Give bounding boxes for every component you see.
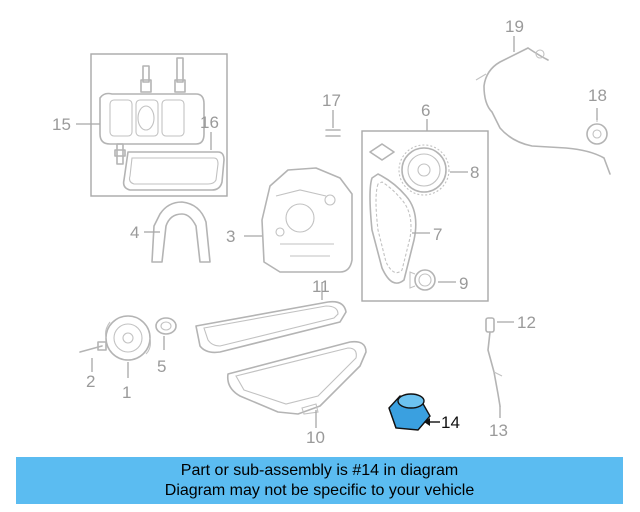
- parts-diagram: 15 16 17 19 18 6 8 7: [52, 17, 611, 447]
- timing-cover-part-3[interactable]: [261, 167, 353, 273]
- callout-4[interactable]: 4: [130, 223, 139, 242]
- callout-5[interactable]: 5: [157, 357, 166, 376]
- part-19[interactable]: [475, 47, 611, 175]
- banner-line-2: Diagram may not be specific to your vehi…: [164, 482, 475, 499]
- callout-12[interactable]: 12: [517, 313, 536, 332]
- oil-pan-gasket-part-11[interactable]: [195, 300, 347, 354]
- tensioner-piece: [369, 143, 395, 161]
- info-banner: Part or sub-assembly is #14 in diagram D…: [16, 457, 623, 504]
- callout-9[interactable]: 9: [459, 274, 468, 293]
- sprocket-part-8[interactable]: [398, 144, 450, 196]
- callout-14[interactable]: 14: [441, 413, 460, 432]
- callout-7[interactable]: 7: [433, 225, 442, 244]
- banner-line-1: Part or sub-assembly is #14 in diagram: [180, 462, 459, 479]
- crank-gear-part-9[interactable]: [409, 269, 436, 291]
- callout-2[interactable]: 2: [86, 372, 95, 391]
- callout-16[interactable]: 16: [200, 113, 219, 132]
- callout-box-15-16: [90, 53, 228, 197]
- callout-10[interactable]: 10: [306, 428, 325, 447]
- oil-pan-part-10[interactable]: [226, 340, 367, 415]
- dipstick-part-12-13[interactable]: [485, 317, 503, 407]
- oil-filter-part-14[interactable]: [388, 393, 431, 431]
- callout-box-6-9: [361, 130, 489, 302]
- callout-18[interactable]: 18: [588, 86, 607, 105]
- callout-13[interactable]: 13: [489, 421, 508, 440]
- seal-part-5[interactable]: [155, 317, 177, 335]
- callout-19[interactable]: 19: [505, 17, 524, 36]
- callout-17[interactable]: 17: [322, 91, 341, 110]
- spark-plug-parts: [114, 57, 186, 165]
- valve-cover-part-15[interactable]: [99, 92, 205, 145]
- callout-1[interactable]: 1: [122, 383, 131, 402]
- callout-11[interactable]: 11: [312, 277, 330, 296]
- bolt-part-2[interactable]: [79, 341, 107, 353]
- timing-chain-part-7[interactable]: [369, 173, 417, 284]
- part-17[interactable]: [325, 110, 341, 137]
- callout-6[interactable]: 6: [421, 101, 430, 120]
- seal-retainer-part-4[interactable]: [151, 201, 211, 263]
- callout-3[interactable]: 3: [226, 227, 235, 246]
- crank-pulley-part-1[interactable]: [104, 315, 152, 361]
- callout-15[interactable]: 15: [52, 115, 71, 134]
- part-18[interactable]: [586, 118, 608, 145]
- callout-8[interactable]: 8: [470, 163, 479, 182]
- valve-cover-gasket-part-16[interactable]: [122, 151, 225, 191]
